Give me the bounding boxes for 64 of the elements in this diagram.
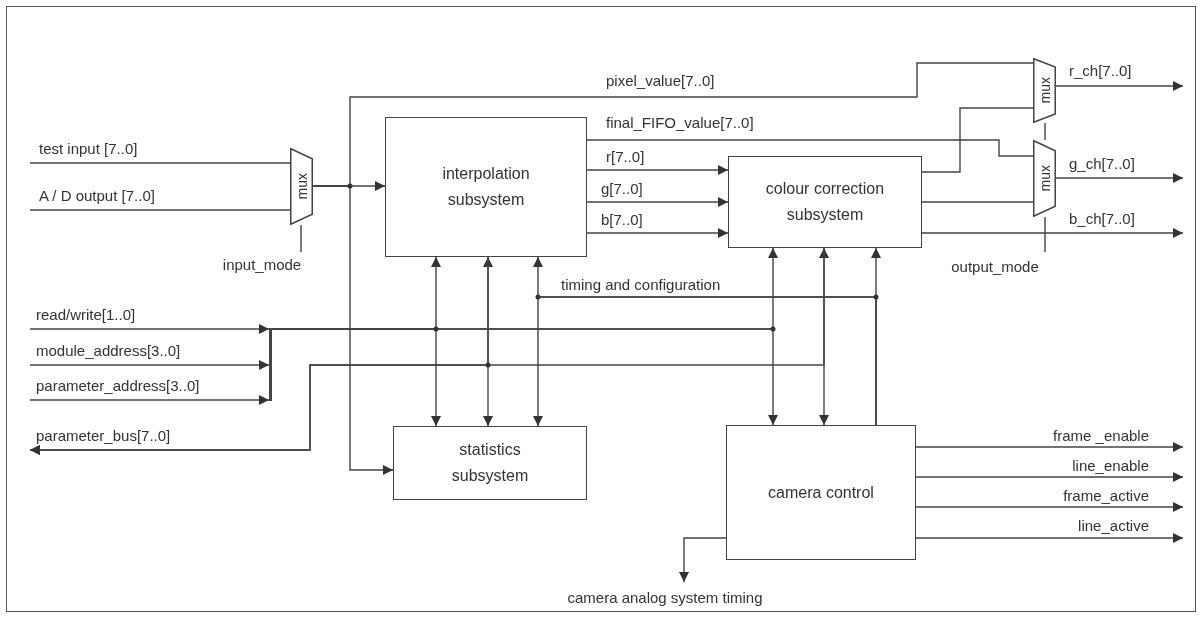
signal-label: camera analog system timing	[566, 589, 764, 607]
subsystem-block	[385, 117, 587, 257]
signal-label: test input [7..0]	[38, 140, 139, 158]
signal-label: timing and configuration	[560, 276, 722, 294]
signal-line	[1055, 81, 1184, 91]
signal-line	[921, 228, 1184, 238]
signal-line	[29, 162, 291, 164]
signal-line	[586, 139, 1034, 157]
signal-label: final_FIFO_value[7..0]	[605, 114, 755, 132]
multiplexer-label: mux	[1037, 165, 1052, 192]
signal-label: parameter_address[3..0]	[35, 377, 201, 395]
signal-line	[29, 247, 825, 455]
signal-line	[1044, 122, 1046, 141]
signal-line	[1055, 173, 1184, 183]
signal-line	[271, 328, 778, 426]
block-label: statistics subsystem	[450, 440, 530, 486]
signal-line	[915, 533, 1184, 543]
signal-line	[586, 197, 729, 207]
signal-line	[915, 442, 1184, 452]
subsystem-block	[728, 156, 922, 248]
bus-bracket	[269, 328, 272, 401]
signal-line	[915, 502, 1184, 512]
signal-label: r_ch[7..0]	[1068, 62, 1133, 80]
signal-label: r[7..0]	[605, 148, 646, 166]
multiplexer-symbol	[1033, 58, 1056, 123]
block-label: interpolation subsystem	[441, 164, 531, 210]
signal-label: input_mode	[221, 256, 303, 274]
signal-line	[679, 537, 727, 583]
signal-line	[921, 107, 1034, 173]
multiplexer-label: mux	[294, 173, 309, 200]
signal-label: frame _enable	[1052, 427, 1150, 445]
signal-line	[1044, 216, 1046, 253]
signal-label: output_mode	[950, 258, 1040, 276]
signal-label: parameter_bus[7..0]	[35, 427, 172, 445]
signal-label: frame_active	[1062, 487, 1150, 505]
signal-label: A / D output [7..0]	[38, 187, 156, 205]
signal-line	[586, 228, 729, 238]
signal-line	[533, 296, 877, 427]
signal-line	[300, 224, 302, 253]
signal-label: read/write[1..0]	[35, 306, 137, 324]
signal-line	[871, 247, 881, 426]
subsystem-block	[393, 426, 587, 500]
signal-label: pixel_value[7..0]	[605, 72, 716, 90]
signal-line	[29, 360, 270, 370]
signal-line	[312, 62, 1034, 187]
multiplexer-symbol	[1033, 140, 1056, 217]
block-label: colour correction subsystem	[764, 179, 886, 225]
signal-label: b_ch[7..0]	[1068, 210, 1136, 228]
signal-label: g[7..0]	[600, 180, 644, 198]
signal-label: line_enable	[1071, 457, 1150, 475]
subsystem-block	[726, 425, 916, 560]
signal-line	[29, 395, 270, 405]
signal-label: module_address[3..0]	[35, 342, 182, 360]
multiplexer-symbol	[290, 148, 313, 225]
signal-label: b[7..0]	[600, 211, 644, 229]
signal-line	[915, 472, 1184, 482]
signal-line	[921, 201, 1034, 203]
signal-line	[29, 209, 291, 211]
block-label: camera control	[768, 482, 874, 503]
signal-line	[586, 165, 729, 175]
signal-label: g_ch[7..0]	[1068, 155, 1136, 173]
signal-line	[29, 324, 270, 334]
multiplexer-label: mux	[1037, 77, 1052, 104]
signal-label: line_active	[1077, 517, 1150, 535]
